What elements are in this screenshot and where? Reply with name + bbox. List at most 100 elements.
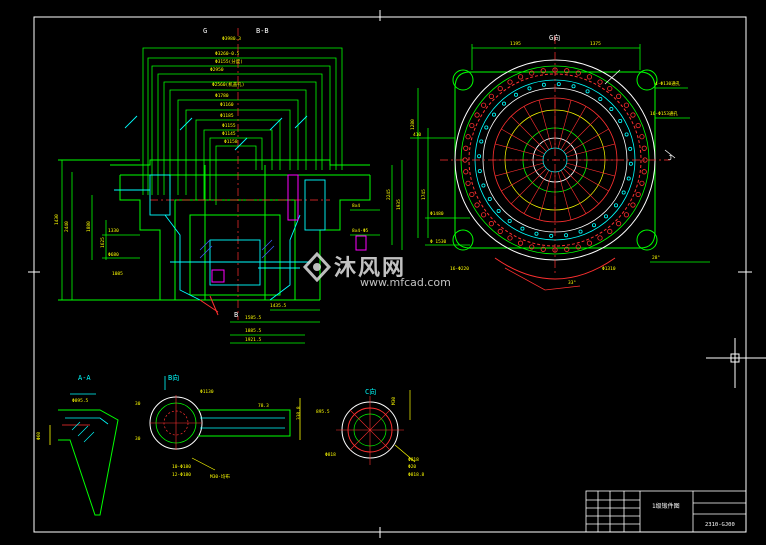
radial-line (538, 171, 553, 220)
inner-bolt-hole (477, 154, 482, 159)
plan-dimension-lines (410, 44, 710, 263)
radial-line (495, 162, 544, 177)
dimension-text: M30-均布 (210, 473, 230, 480)
dimension-text: Φ20 (408, 464, 416, 470)
dimension-text: 1375 (590, 41, 601, 47)
dimension-text: 1085 (112, 271, 123, 277)
section-label-g: G (203, 27, 207, 35)
dimension-text: Φ1155 (222, 123, 236, 129)
view-label-a-a: A-A (78, 374, 91, 382)
inner-bolt-hole (491, 112, 496, 117)
dimension-text: 338.8 (296, 406, 302, 420)
sheet-border (33, 16, 747, 533)
inner-bolt-hole (624, 132, 629, 137)
bolt-hole (469, 122, 475, 129)
watermark: 沐风网 www.mfcad.com (300, 248, 470, 292)
bolt-hole (641, 169, 647, 175)
inner-bolt-hole (592, 223, 597, 228)
dimension-text: Φ1130 (200, 389, 214, 395)
dimension-text: 1625 (100, 237, 106, 248)
radial-line (501, 165, 545, 192)
marker-j: J (668, 154, 672, 162)
watermark-brand: 沐风网 (334, 256, 407, 281)
dimension-text: 1745 (421, 189, 427, 200)
highlight-parts (199, 174, 367, 316)
bolt-hole (597, 235, 603, 241)
dimension-text: 16-Φ220 (450, 266, 469, 272)
inner-bolt-hole (618, 118, 623, 123)
radial-line (538, 100, 553, 149)
zone-marks (28, 10, 752, 538)
inner-bolt-hole (626, 176, 631, 181)
dimension-text: 2440 (64, 221, 70, 232)
dimension-text: Φ1780 (215, 93, 229, 99)
dimension-text: 1935 (396, 199, 402, 210)
bolt-hole (488, 93, 494, 99)
radial-line (523, 170, 550, 214)
title-block-drawing-name: 1级锻件图 (652, 502, 680, 510)
radial-line (566, 162, 615, 177)
radial-line (563, 168, 600, 205)
view-label-b: B向 (168, 373, 179, 382)
bolt-hole (480, 102, 487, 108)
plan-view-g (410, 36, 710, 291)
bolt-hole-pattern (462, 67, 648, 253)
bolt-hole (642, 157, 648, 163)
bolt-hole (463, 169, 469, 175)
radial-line (510, 115, 547, 152)
bolt-hole (641, 145, 647, 151)
front-section-view (58, 28, 403, 344)
dimension-text: 410 (413, 132, 421, 138)
dimension-text: Φ1145 (222, 131, 236, 137)
bolt-hole (607, 228, 613, 235)
bolt-hole (597, 79, 603, 85)
inner-bolt-hole (487, 197, 492, 202)
dimension-text: 12-Φ180 (172, 472, 191, 478)
dimension-text: 28° (652, 255, 660, 261)
dimension-text: 895.5 (316, 409, 330, 415)
inner-bolt-hole (513, 92, 518, 97)
bolt-hole (529, 244, 535, 250)
dimension-text: Φ3980.3 (222, 36, 241, 42)
inner-bolt-hole (496, 208, 501, 213)
bolt-hole (616, 221, 622, 227)
bolt-hole (540, 246, 546, 252)
inner-bolt-hole (520, 226, 525, 231)
bolt-hole (465, 180, 471, 186)
dimension-text: 1430 (54, 214, 60, 225)
bolt-hole (463, 145, 469, 151)
radial-line (566, 143, 615, 158)
inner-bolt-hole (578, 229, 583, 234)
bolt-hole (517, 74, 524, 80)
dimension-text: Φ818.8 (408, 472, 425, 478)
bolt-hole (465, 134, 471, 140)
section-details (114, 115, 326, 301)
dimension-text: 16-Φ153通孔 (650, 110, 678, 117)
inner-bolt-hole (628, 146, 633, 151)
inner-bolt-hole (481, 183, 486, 188)
dimension-text: 1330 (108, 228, 119, 234)
bolt-hole (586, 74, 593, 80)
inner-bolt-hole (534, 231, 539, 236)
dimension-text: 30 (135, 401, 141, 407)
bolt-hole (564, 68, 570, 74)
dimension-text: Φ3155(分度) (215, 58, 243, 65)
view-label-g: G向 (549, 33, 560, 42)
bolt-hole (497, 85, 503, 92)
inner-bolt-hole (556, 82, 561, 87)
bolt-hole (630, 112, 636, 118)
dimension-brackets (142, 47, 343, 205)
bolt-hole (616, 93, 622, 99)
cad-crosshair-cursor[interactable] (706, 338, 766, 388)
bolt-hole (639, 180, 645, 186)
radial-line (565, 128, 609, 155)
radial-line (495, 143, 544, 158)
right-dimension-texts: 224519358x48x4-Φ51435.51585.51885.51921.… (245, 189, 402, 343)
inner-bolt-hole (614, 203, 619, 208)
dimension-text: Φ1310 (602, 266, 616, 272)
inner-bolt-hole (564, 233, 569, 238)
inner-bolt-hole (621, 190, 626, 195)
